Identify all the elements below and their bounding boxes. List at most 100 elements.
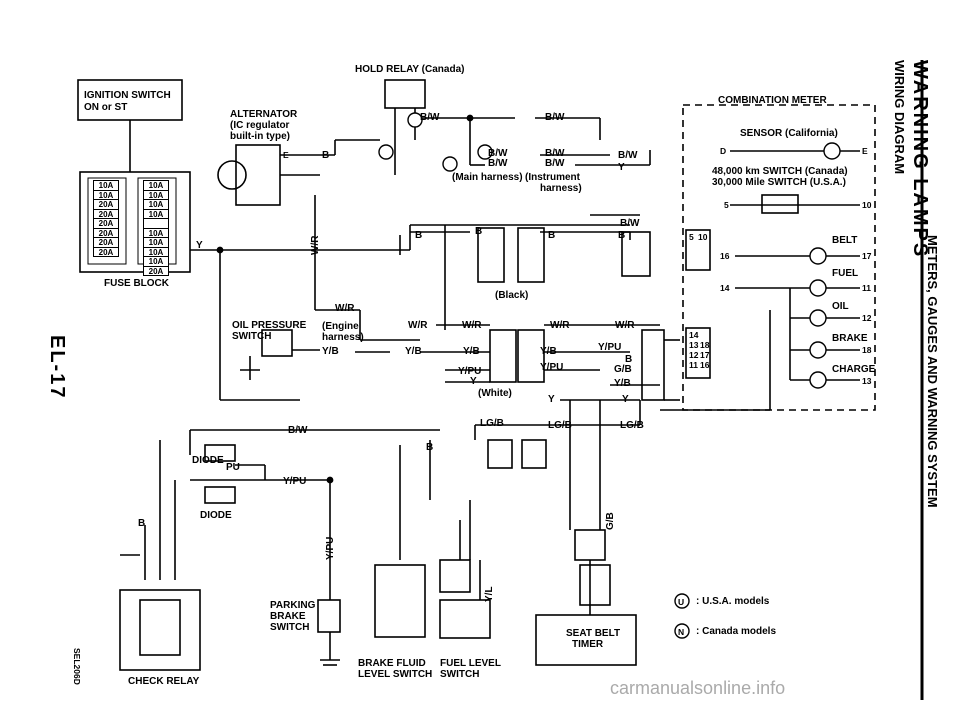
wire-wr-1: W/R: [408, 320, 428, 331]
parking-brake-label-1: PARKING: [270, 600, 316, 611]
hold-relay-box: [384, 79, 426, 109]
conn-b-17: 17: [700, 350, 710, 360]
diagram-subtitle: WIRING DIAGRAM: [892, 60, 907, 175]
wire-ypu-parking: Y/PU: [325, 536, 336, 560]
conn-b-12: 12: [689, 350, 699, 360]
wire-bw-mid: B/W: [488, 148, 508, 159]
wire-b-right: B: [618, 230, 626, 241]
wire-wr-oil: W/R: [335, 303, 355, 314]
wire-wr-3: W/R: [550, 320, 570, 331]
wire-bw-mid3: B/W: [545, 148, 565, 159]
wire-bw-mid4: B/W: [545, 158, 565, 169]
lamp-fuel-out: 11: [862, 283, 871, 293]
sensor-pin-e: E: [862, 146, 868, 156]
lamp-oil-out: 12: [862, 313, 872, 323]
figure-code: SEL206D: [72, 648, 82, 685]
wire-b-mid2: B: [548, 230, 556, 241]
fuse-block-label: FUSE BLOCK: [104, 278, 169, 289]
conn-b-13: 13: [689, 340, 699, 350]
black-connector-label: (Black): [495, 290, 529, 301]
wire-bw-low: B/W: [620, 218, 640, 229]
main-harness-label: (Main harness): [452, 172, 523, 183]
wire-wr-2: W/R: [462, 320, 482, 331]
wire-y-6: Y: [548, 394, 555, 405]
oil-pressure-label-2: SWITCH: [232, 331, 272, 342]
lamp-belt-label: BELT: [832, 235, 858, 246]
wire-yl: Y/L: [484, 586, 495, 602]
alt-wire-b: B: [322, 150, 330, 161]
legend-n-text: : Canada models: [696, 626, 777, 637]
switch-pin-10: 10: [862, 200, 872, 210]
wire-b-brake: B: [426, 442, 434, 453]
instrument-harness-label-1: (Instrument: [525, 172, 580, 183]
wire-y-right: Y: [618, 162, 625, 173]
conn-b-14: 14: [689, 330, 699, 340]
check-relay-box: [119, 589, 201, 671]
wire-y-fuse: Y: [196, 240, 203, 251]
wire-ypu-1: Y/PU: [458, 366, 482, 377]
white-connector-label: (White): [478, 388, 512, 399]
instrument-harness-label-2: harness): [540, 183, 582, 194]
conn-b-11: 11: [689, 360, 698, 370]
page-code: EL-17: [46, 335, 68, 400]
check-relay-label: CHECK RELAY: [128, 676, 200, 687]
wire-wr-alt: W/R: [310, 235, 321, 255]
wire-lgb-1: LG/B: [480, 418, 504, 429]
alternator-label-3: built-in type): [230, 131, 290, 142]
wire-b-4: B: [625, 354, 633, 365]
wire-bw-right: B/W: [618, 150, 638, 161]
wire-yb-2: Y/B: [405, 346, 422, 357]
switch-label-2: 30,000 Mile SWITCH (U.S.A.): [712, 177, 846, 188]
wire-b-left: B: [415, 230, 423, 241]
watermark: carmanualsonline.info: [610, 678, 786, 698]
lamp-brake-out: 18: [862, 345, 872, 355]
wire-bw-top-right: B/W: [545, 112, 565, 123]
diagram-title: WARNING LAMPS: [909, 60, 931, 259]
lamp-fuel-label: FUEL: [832, 268, 859, 279]
diode1-label: DIODE: [192, 455, 224, 466]
wire-bw-diode: B/W: [288, 425, 308, 436]
wire-gb-1: G/B: [614, 364, 632, 375]
wire-bw-top: B/W: [420, 112, 440, 123]
legend-u-symbol: U: [678, 597, 685, 607]
fuel-level-label-1: FUEL LEVEL: [440, 658, 501, 669]
seat-belt-label-1: SEAT BELT: [566, 628, 621, 639]
wire-yb-4: Y/B: [540, 346, 557, 357]
lamp-fuel-in: 14: [720, 283, 730, 293]
lamp-oil-label: OIL: [832, 301, 849, 312]
wire-b-relay: B: [138, 518, 146, 529]
parking-brake-label-2: BRAKE: [270, 611, 306, 622]
combination-meter-title: COMBINATION METER: [718, 95, 827, 106]
legend-n-symbol: N: [678, 627, 685, 637]
section-title: METERS, GAUGES AND WARNING SYSTEM: [925, 235, 940, 508]
alternator-label-2: (IC regulator: [230, 120, 290, 131]
alternator-label-1: ALTERNATOR: [230, 109, 298, 120]
wire-bw-mid2: B/W: [488, 158, 508, 169]
sensor-pin-d: D: [720, 146, 727, 156]
brake-fluid-label-1: BRAKE FLUID: [358, 658, 426, 669]
wire-y-5: Y: [622, 394, 629, 405]
lamp-brake-label: BRAKE: [832, 333, 868, 344]
lamp-belt-out: 17: [862, 251, 872, 261]
wire-lgb-3: LG/B: [620, 420, 644, 431]
wire-ypu-2: Y/PU: [540, 362, 564, 373]
hold-relay-label: HOLD RELAY (Canada): [355, 64, 465, 75]
engine-harness-label-2: harness): [322, 332, 364, 343]
lamp-charge-out: 13: [862, 376, 872, 386]
wire-yb-1: Y/B: [322, 346, 339, 357]
brake-fluid-label-2: LEVEL SWITCH: [358, 669, 433, 680]
conn-b-18: 18: [700, 340, 710, 350]
seat-belt-timer-box: [535, 614, 637, 666]
switch-pin-5: 5: [724, 200, 729, 210]
fuel-level-label-2: SWITCH: [440, 669, 480, 680]
wire-y-white: Y: [470, 376, 477, 387]
fuse-block-outline: [79, 171, 191, 273]
seat-belt-label-2: TIMER: [572, 639, 604, 650]
conn-a-10: 10: [698, 232, 708, 242]
wire-b-mid: B: [475, 226, 483, 237]
legend-u-text: : U.S.A. models: [696, 596, 770, 607]
